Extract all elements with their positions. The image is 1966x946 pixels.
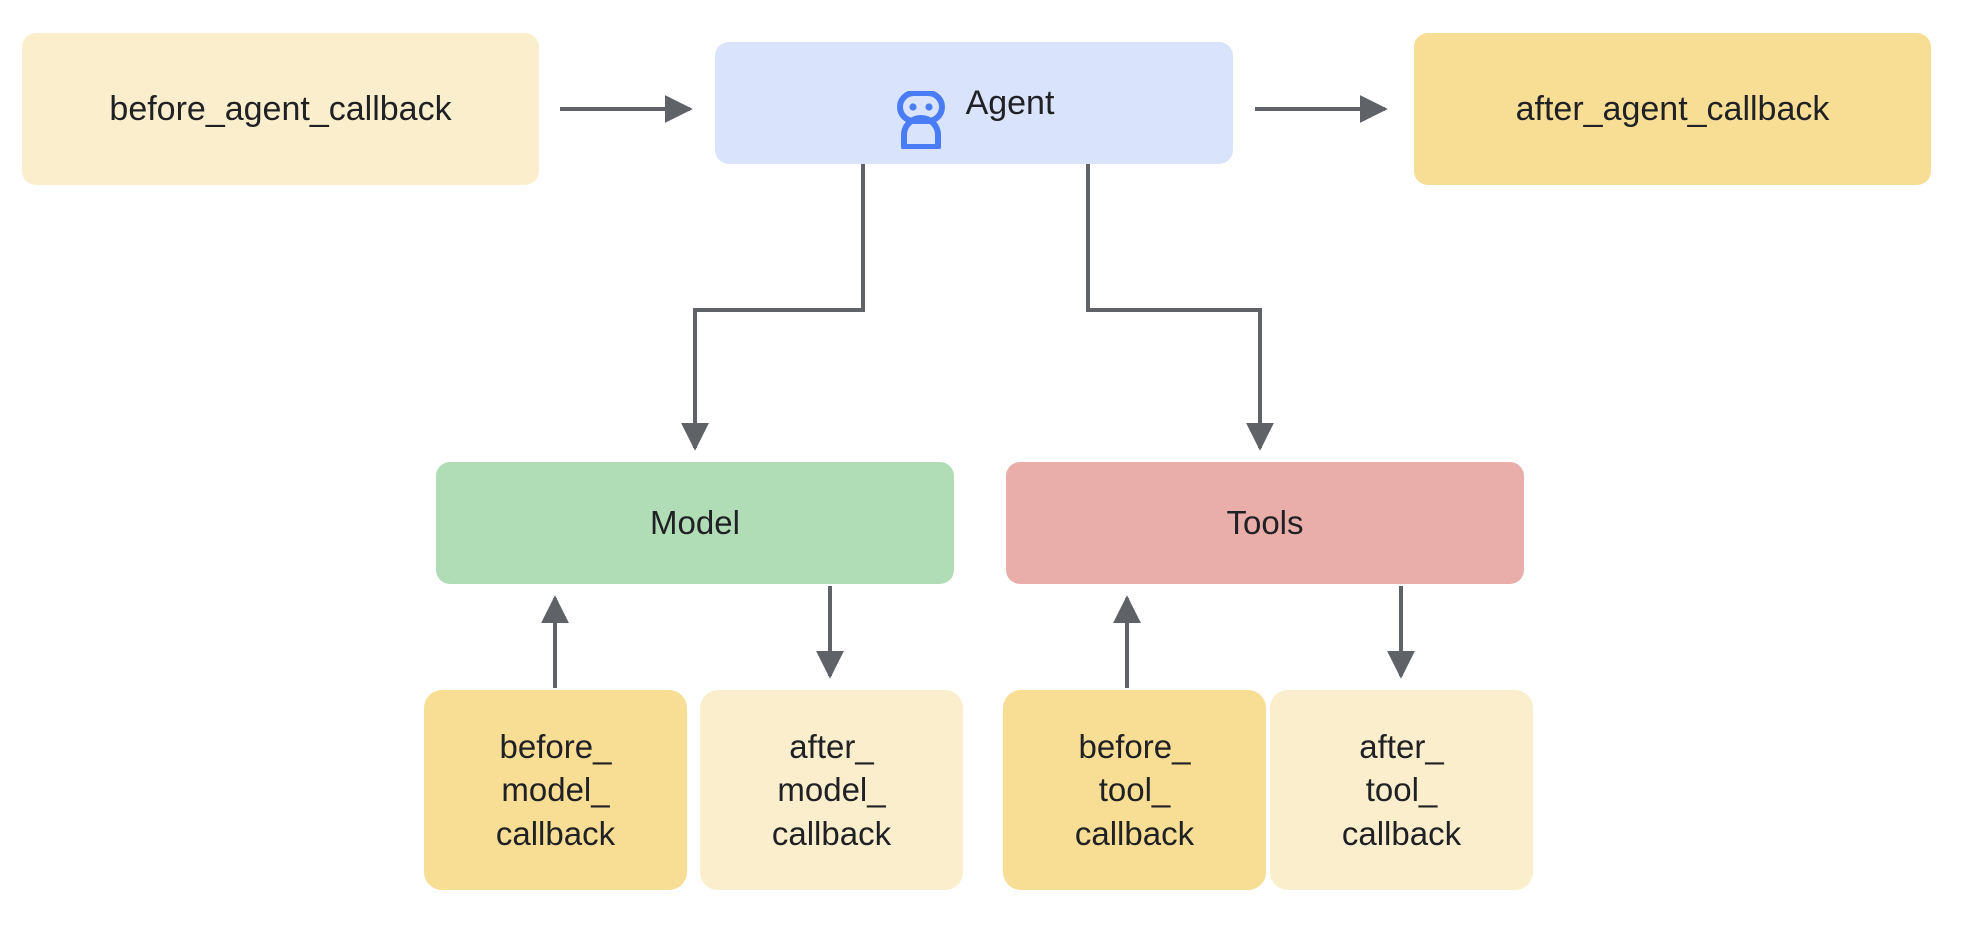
node-label: Tools [1226, 504, 1304, 542]
node-after-agent-callback[interactable]: after_agent_callback [1414, 33, 1931, 185]
node-tools[interactable]: Tools [1006, 462, 1524, 584]
node-after-model-callback[interactable]: after_ model_ callback [700, 690, 963, 890]
node-label: after_agent_callback [1515, 89, 1830, 128]
node-label: before_ tool_ callback [1074, 727, 1195, 852]
node-before-agent-callback[interactable]: before_agent_callback [22, 33, 539, 185]
node-label: Model [650, 504, 740, 542]
robot-icon [894, 46, 948, 161]
edge-agent-to-model [681, 164, 865, 451]
agent-label: Agent [965, 83, 1055, 122]
node-after-tool-callback[interactable]: after_ tool_ callback [1270, 690, 1533, 890]
node-label: before_agent_callback [109, 89, 452, 128]
node-model[interactable]: Model [436, 462, 954, 584]
node-before-tool-callback[interactable]: before_ tool_ callback [1003, 690, 1266, 890]
node-label: before_ model_ callback [495, 727, 616, 852]
node-before-model-callback[interactable]: before_ model_ callback [424, 690, 687, 890]
node-agent[interactable]: Agent [715, 42, 1233, 164]
node-label: after_ tool_ callback [1341, 727, 1462, 852]
edge-agent-to-tools [1086, 164, 1274, 451]
agent-content: Agent [894, 46, 1055, 161]
node-label: after_ model_ callback [771, 727, 892, 852]
